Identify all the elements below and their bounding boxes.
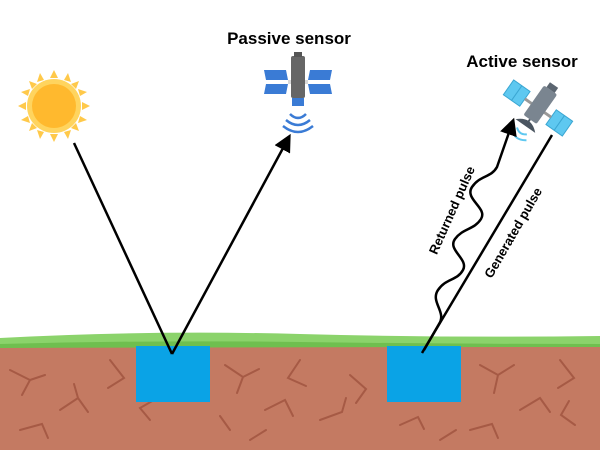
soil-cracks [9, 359, 576, 441]
active-target-area [387, 346, 461, 402]
incident-sunlight-line [72, 142, 174, 355]
passive-sensor-label: Passive sensor [227, 29, 351, 48]
passive-target-area [136, 346, 210, 402]
sun-icon [18, 70, 90, 142]
active-sensor-label: Active sensor [466, 52, 578, 71]
generated-pulse-line [420, 134, 554, 354]
returned-pulse-arrow [422, 117, 517, 351]
ground [0, 332, 600, 450]
satellite-icon [264, 52, 332, 134]
soil [0, 340, 600, 450]
reflected-radiation-arrow [170, 133, 291, 355]
returned-pulse-label: Returned pulse [426, 164, 478, 257]
radar-satellite-icon [502, 79, 574, 142]
